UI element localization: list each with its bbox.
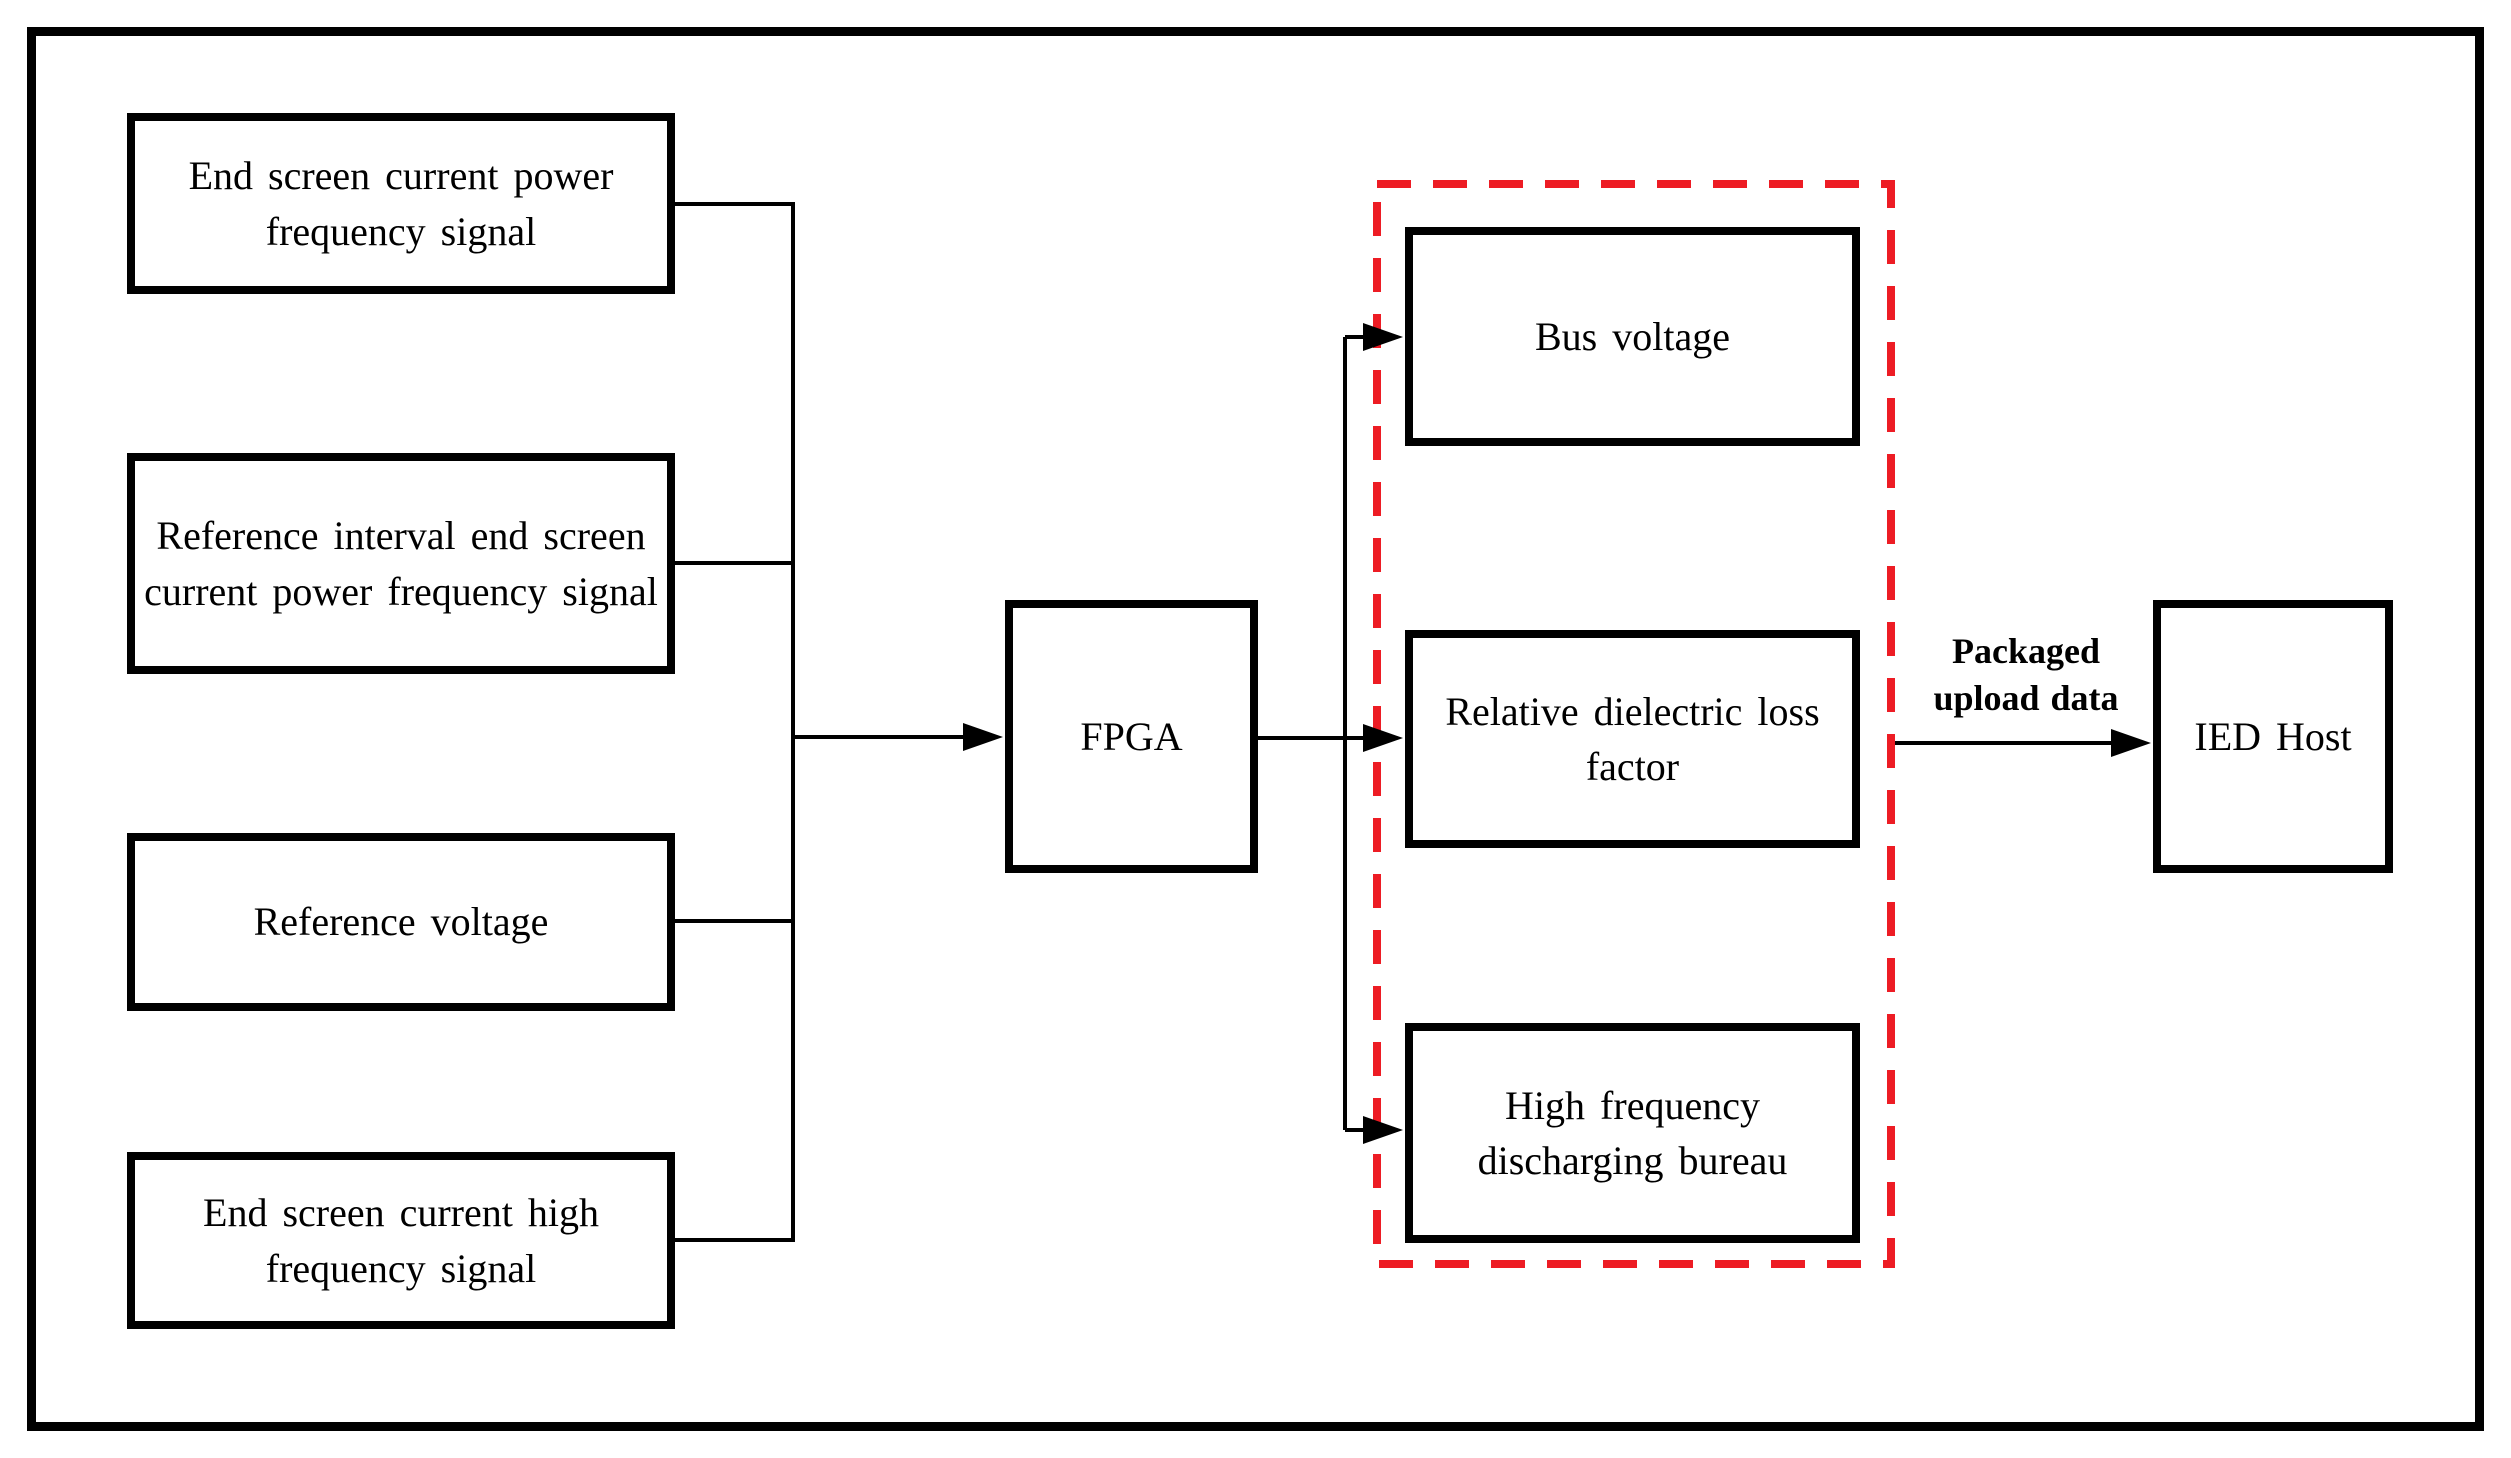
arrowhead-into-high-frequency <box>1363 1116 1403 1144</box>
fpga-box: FPGA <box>1005 600 1258 873</box>
edge-label-packaged-upload-data: Packaged upload data <box>1933 631 2119 718</box>
dashed-highlight-region <box>1373 180 1895 1268</box>
output-box-dielectric-loss: Relative dielectric loss factor <box>1405 630 1860 848</box>
ied-host-box: IED Host <box>2153 600 2393 873</box>
input-box-reference-voltage: Reference voltage <box>127 833 675 1011</box>
arrowhead-into-bus-voltage <box>1363 323 1403 351</box>
outer-border <box>27 27 2484 1431</box>
input-box-reference-interval: Reference interval end screen current po… <box>127 453 675 674</box>
output-box-bus-voltage: Bus voltage <box>1405 227 1860 446</box>
output-box-high-frequency: High frequency discharging bureau <box>1405 1023 1860 1243</box>
arrowhead-into-fpga <box>963 723 1003 751</box>
arrowhead-into-loss-factor <box>1363 724 1403 752</box>
input-box-end-screen-power: End screen current power frequency signa… <box>127 113 675 294</box>
input-box-end-screen-high-freq: End screen current high frequency signal <box>127 1152 675 1329</box>
arrowhead-into-ied-host <box>2111 729 2151 757</box>
